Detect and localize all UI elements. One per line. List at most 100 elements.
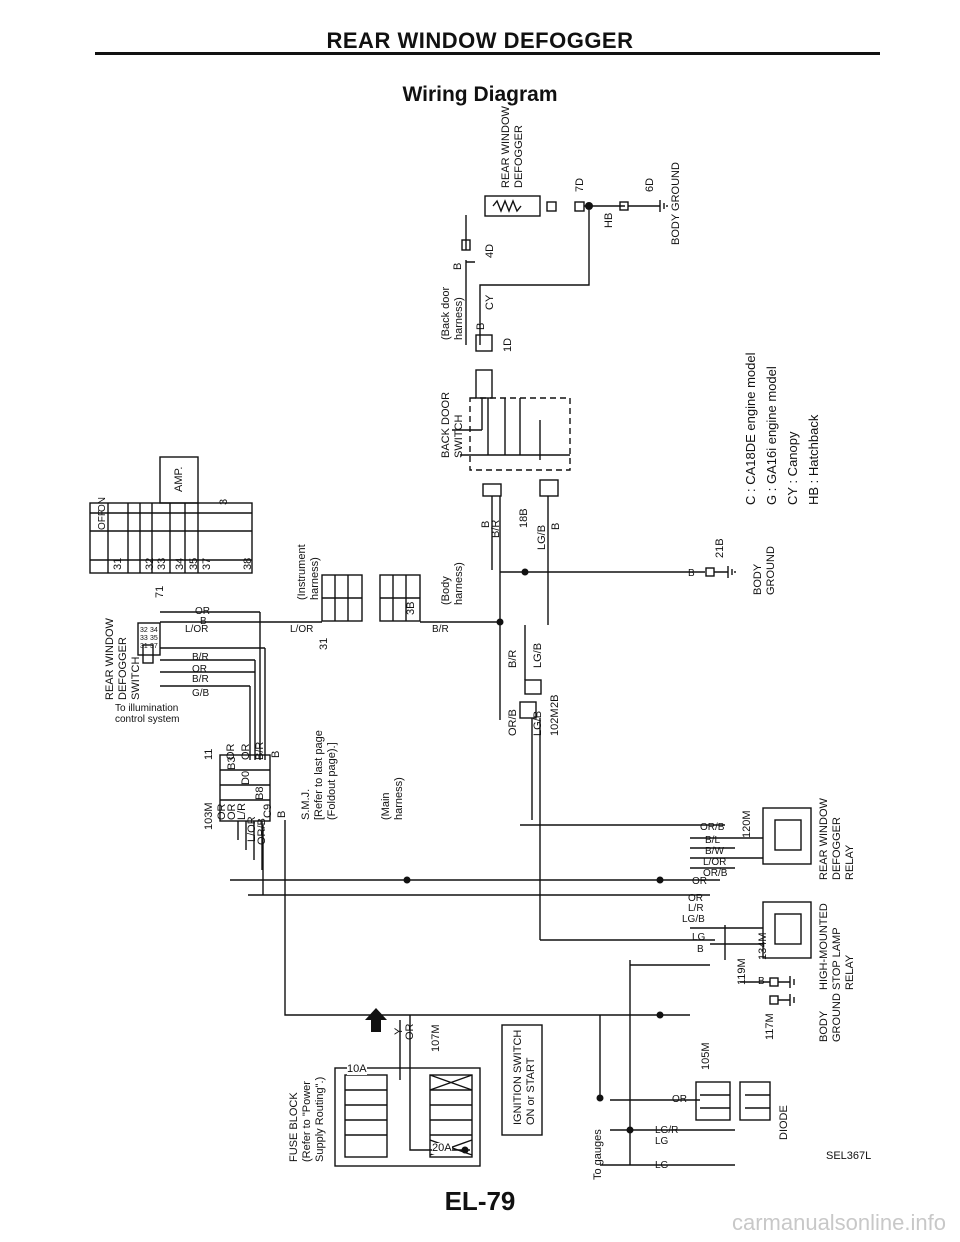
diode-label: DIODE xyxy=(778,1105,790,1140)
wire-label: LG/R xyxy=(655,1125,679,1136)
connector-id: 6D xyxy=(644,177,656,192)
wire-label: LG/B xyxy=(532,642,544,668)
connector-id: 105M xyxy=(700,1042,712,1070)
wire-label: OR xyxy=(240,743,252,761)
wire-label: LG xyxy=(692,932,706,943)
switch-pin: 31 xyxy=(140,643,148,650)
defogger-terminal xyxy=(546,201,557,212)
connector-id: 1D xyxy=(502,337,514,352)
watermark: carmanualsonline.info xyxy=(731,1210,946,1235)
connector-id: 117M xyxy=(764,1013,776,1040)
smj-pin: C9 xyxy=(262,803,274,818)
switch-row-label: 35 xyxy=(188,557,200,570)
connector-id: 31 xyxy=(318,637,330,650)
switch-row-label: 34 xyxy=(174,557,186,570)
wire-label: B xyxy=(688,568,695,579)
connector-id: 102M xyxy=(549,708,561,736)
legend-item: C : CA18DE engine model xyxy=(743,352,758,506)
fuse-rating: 10A xyxy=(347,1063,367,1075)
switch-row-label: 37 xyxy=(201,557,213,570)
connector-id: 107M xyxy=(430,1024,442,1052)
wire-label: B/R xyxy=(507,649,519,668)
defogger-terminal-b xyxy=(574,201,585,212)
connector-id: 4D xyxy=(484,243,496,258)
title-rule xyxy=(95,52,880,55)
wire-label: L/OR xyxy=(185,624,209,635)
connector-id: CY xyxy=(484,294,496,310)
connector-id: 71 xyxy=(154,585,166,598)
wire-label: B/R xyxy=(254,741,266,760)
switch-pin: 35 xyxy=(150,635,158,642)
wire-label: L/OR xyxy=(703,857,727,868)
wire-label: B xyxy=(697,944,704,955)
defogger-grid xyxy=(484,195,541,217)
smj-pin: D0 xyxy=(240,770,252,785)
wire-label: B/R xyxy=(490,519,502,538)
defogger-resistor xyxy=(492,199,522,213)
wire-label: L/OR xyxy=(290,624,314,635)
wire-label: OR xyxy=(688,893,703,904)
wire-label: B xyxy=(758,976,765,987)
connector-id: 21B xyxy=(714,538,726,558)
to-gauges-label: To gauges xyxy=(592,1129,604,1180)
diagram-code: SEL367L xyxy=(826,1150,872,1162)
diagram-subtitle: Wiring Diagram xyxy=(402,83,558,106)
amp-label: AMP. xyxy=(173,466,185,492)
wire-label: B xyxy=(475,322,487,330)
connector-id: 103M xyxy=(203,802,215,830)
connector-id: 3B xyxy=(405,601,417,615)
wire-label: OR/B xyxy=(507,709,519,736)
switch-pin: 34 xyxy=(150,627,158,634)
wire-label: LG/B xyxy=(536,524,548,550)
wire-label: G/B xyxy=(192,688,210,699)
wire-label: B/R xyxy=(192,652,209,663)
stop-lamp-relay-box xyxy=(762,901,812,959)
wire-label: OR xyxy=(192,664,207,675)
connector-id: 11 xyxy=(203,748,215,760)
connector-id: 3 xyxy=(218,498,230,505)
connector-id: 120M xyxy=(741,810,753,838)
wire-label: OR/B xyxy=(703,868,728,879)
wire-label: L/R xyxy=(688,903,704,914)
ground-symbol-top xyxy=(628,200,668,212)
switch-row-label: 31 xyxy=(112,557,124,570)
wire-label: OR/B xyxy=(700,822,725,833)
connector-id: HB xyxy=(603,212,615,228)
wire-label: B xyxy=(452,262,464,270)
smj-pin: B8 xyxy=(254,786,266,800)
switch-row-label: 33 xyxy=(156,557,168,570)
defogger-relay-box xyxy=(762,807,812,865)
wire-label: OR xyxy=(692,876,707,887)
wire-label: OR xyxy=(672,1094,687,1105)
wire-label: B xyxy=(276,810,288,818)
wire-label: LG/B xyxy=(682,914,705,925)
wire-label: B/R xyxy=(432,624,449,635)
body-ground-top-label: BODY GROUND xyxy=(670,162,682,245)
connector-id: 2B xyxy=(549,694,561,708)
switch-row-label: 38 xyxy=(242,557,254,570)
fuse-rating: 20A xyxy=(432,1142,452,1154)
legend-item: CY : Canopy xyxy=(785,431,800,506)
legend-item: HB : Hatchback xyxy=(806,414,821,505)
connector-id: 119M xyxy=(736,958,748,985)
wire-label: OR/B xyxy=(256,818,268,845)
wire-label: B/W xyxy=(705,846,724,857)
switch-table xyxy=(89,502,253,574)
switch-col-on: ON xyxy=(97,497,108,512)
wire-label: LG/B xyxy=(532,710,544,736)
legend-item: G : GA16i engine model xyxy=(764,366,779,505)
fuse-block-box xyxy=(334,1067,481,1167)
connector-id: 18B xyxy=(518,508,530,528)
engine-legend: C : CA18DE engine model G : GA16i engine… xyxy=(740,353,824,506)
wire-label: OR xyxy=(195,606,210,617)
